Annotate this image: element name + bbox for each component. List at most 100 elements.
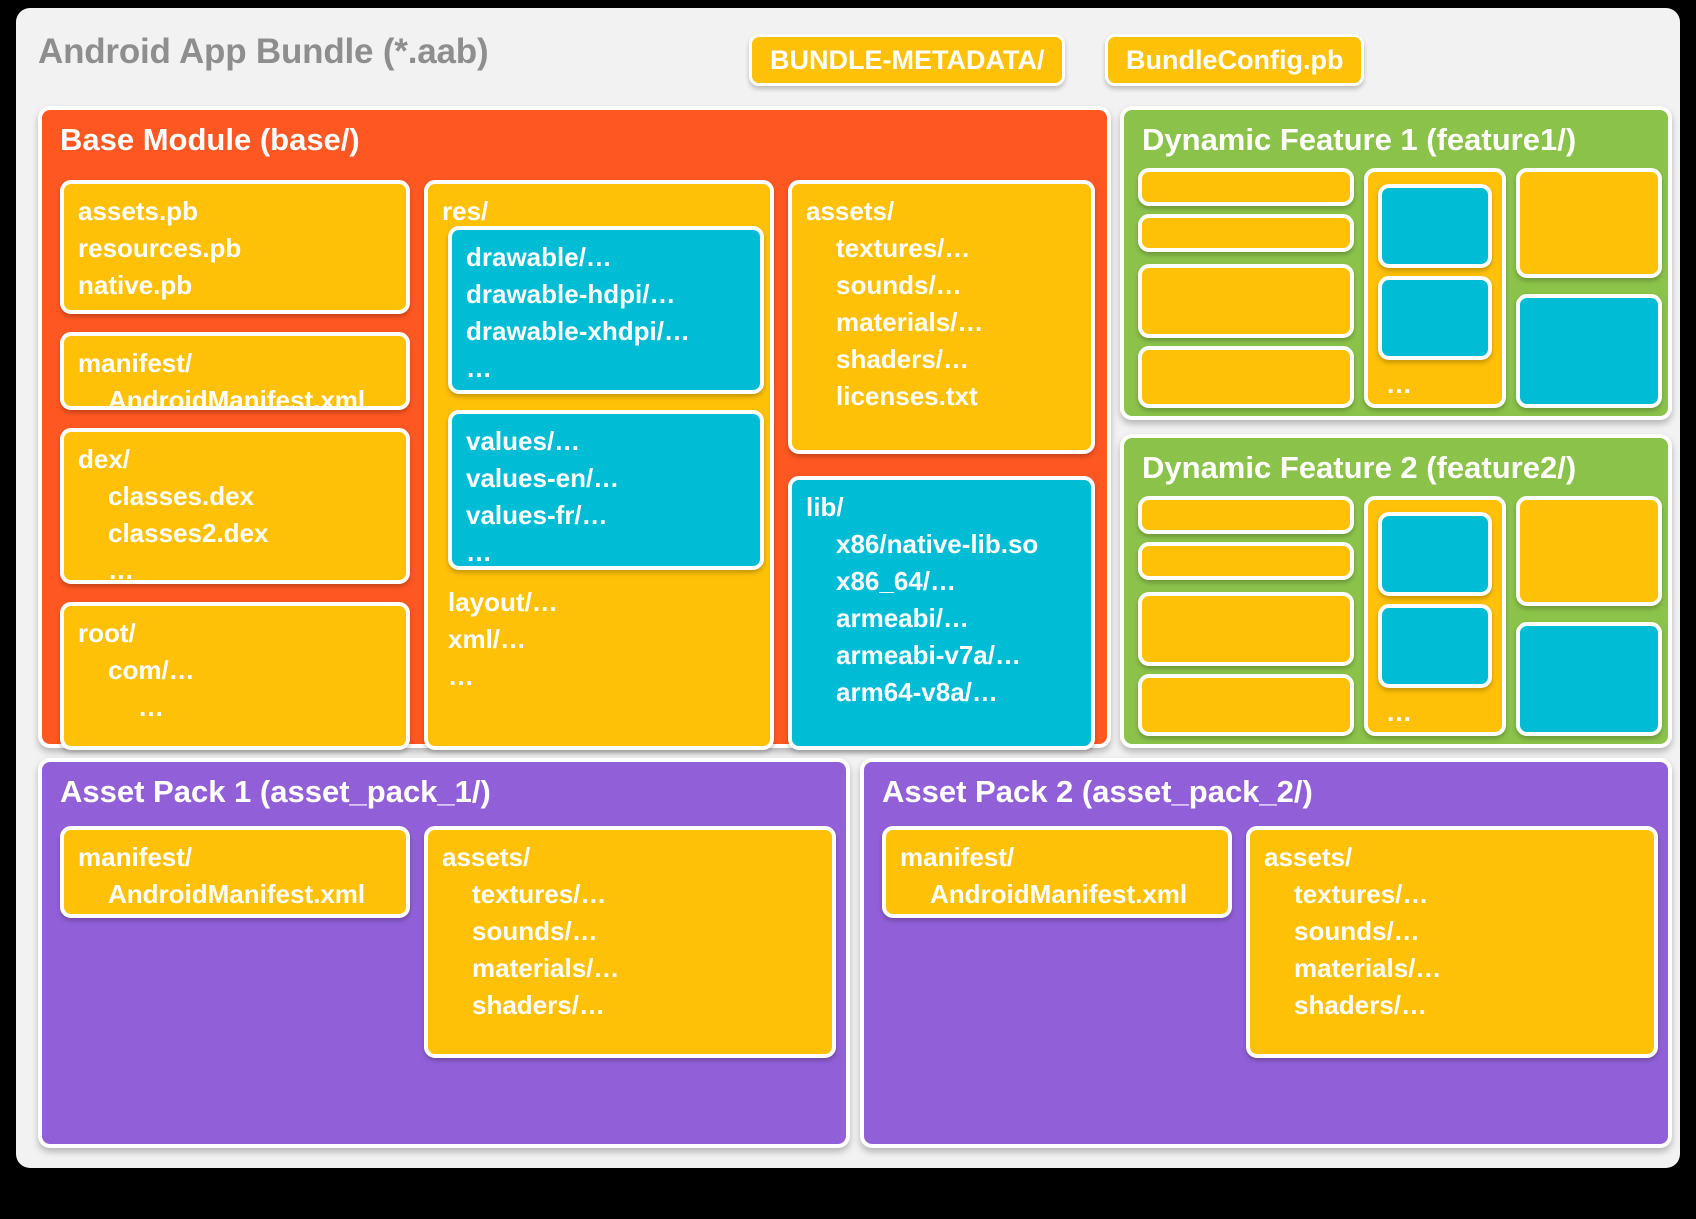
file-line: manifest/ <box>78 348 193 378</box>
dynamic-feature-2-column-c <box>1516 496 1662 736</box>
dynamic-feature-1-ellipsis: … <box>1386 369 1412 399</box>
file-line: assets/ <box>806 196 895 226</box>
file-line: classes2.dex <box>108 517 269 548</box>
dynamic-feature-1-res-box[interactable] <box>1378 276 1492 360</box>
dynamic-feature-1-column-a <box>1138 168 1354 408</box>
file-line: … <box>138 691 164 722</box>
file-line: com/… <box>108 654 195 685</box>
dynamic-feature-2-res-wrapper[interactable]: … <box>1364 496 1506 736</box>
file-line: x86_64/… <box>836 565 956 596</box>
file-line: resources.pb <box>78 232 242 263</box>
bundle-config-chip[interactable]: BundleConfig.pb <box>1105 34 1365 86</box>
file-line: assets/ <box>1264 842 1353 872</box>
res-trailing-entries: layout/…xml/…… <box>448 584 558 695</box>
root-box[interactable]: root/com/… … <box>60 602 410 750</box>
dynamic-feature-2-ellipsis: … <box>1386 697 1412 727</box>
file-line: textures/… <box>836 232 971 263</box>
dynamic-feature-2-res-box[interactable] <box>1378 512 1492 596</box>
file-line: armeabi-v7a/… <box>836 639 1021 670</box>
asset-pack-1-assets-box[interactable]: assets/textures/… sounds/… materials/… shad… <box>424 826 836 1058</box>
file-line: armeabi/… <box>836 602 969 633</box>
drawable-box[interactable]: drawable/… drawable-hdpi/… drawable-xhdpi/… <box>448 226 764 394</box>
res-box[interactable]: res/drawable/… drawable-hdpi/… drawable-xh… <box>424 180 774 750</box>
dynamic-feature-2-title: Dynamic Feature 2 (feature2/) <box>1142 450 1577 485</box>
file-line: manifest/ <box>78 842 193 872</box>
dynamic-feature-1-column-c <box>1516 168 1662 408</box>
dynamic-feature-2-res-box[interactable] <box>1378 604 1492 688</box>
dynamic-feature-1-lib-box[interactable] <box>1516 294 1662 408</box>
file-line: values-en/… <box>466 462 620 493</box>
file-line: drawable-xhdpi/… <box>466 315 690 346</box>
dynamic-feature-1-panel: Dynamic Feature 1 (feature1/) … <box>1120 106 1672 420</box>
file-line: AndroidManifest.xml <box>930 878 1188 909</box>
protobuf-box[interactable]: assets.pb resources.pb native.pb <box>60 180 410 314</box>
dynamic-feature-1-assets-box[interactable] <box>1516 168 1662 278</box>
bundle-metadata-chip[interactable]: BUNDLE-METADATA/ <box>749 34 1066 86</box>
file-line: sounds/… <box>1294 915 1420 946</box>
file-line: materials/… <box>1294 952 1442 983</box>
manifest-box[interactable]: manifest/AndroidManifest.xml <box>60 332 410 410</box>
dynamic-feature-1-file-bar[interactable] <box>1138 214 1354 252</box>
file-line: values/… <box>466 426 581 456</box>
file-line: native.pb <box>78 269 193 300</box>
dynamic-feature-2-panel: Dynamic Feature 2 (feature2/) … <box>1120 434 1672 748</box>
dynamic-feature-1-res-wrapper[interactable]: … <box>1364 168 1506 408</box>
dynamic-feature-1-file-bar[interactable] <box>1138 168 1354 206</box>
file-line: sounds/… <box>836 269 962 300</box>
file-line: … <box>108 554 134 584</box>
lib-box[interactable]: lib/x86/native-lib.so x86_64/… armeabi/… ar… <box>788 476 1095 750</box>
file-line: materials/… <box>472 952 620 983</box>
file-line: values-fr/… <box>466 499 608 530</box>
file-line: drawable/… <box>466 242 612 272</box>
dynamic-feature-2-file-bar[interactable] <box>1138 496 1354 534</box>
base-module-title: Base Module (base/) <box>60 122 360 157</box>
asset-pack-2-manifest-box[interactable]: manifest/AndroidManifest.xml <box>882 826 1232 918</box>
file-line: lib/ <box>806 492 844 522</box>
file-line: sounds/… <box>472 915 598 946</box>
file-line: … <box>448 660 474 691</box>
file-line: root/ <box>78 618 136 648</box>
file-line: shaders/… <box>472 989 605 1020</box>
file-line: arm64-v8a/… <box>836 676 998 707</box>
asset-pack-1-panel: Asset Pack 1 (asset_pack_1/) manifest/An… <box>38 758 850 1148</box>
file-line: licenses.txt <box>836 380 978 411</box>
dynamic-feature-2-assets-box[interactable] <box>1516 496 1662 606</box>
asset-pack-2-title: Asset Pack 2 (asset_pack_2/) <box>882 774 1313 809</box>
file-line: manifest/ <box>900 842 1015 872</box>
dynamic-feature-2-file-bar[interactable] <box>1138 674 1354 736</box>
asset-pack-2-panel: Asset Pack 2 (asset_pack_2/) manifest/An… <box>860 758 1672 1148</box>
file-line: AndroidManifest.xml <box>108 878 366 909</box>
app-bundle-card: Android App Bundle (*.aab) BUNDLE-METADA… <box>16 8 1680 1168</box>
dynamic-feature-1-file-bar[interactable] <box>1138 264 1354 338</box>
asset-pack-1-manifest-box[interactable]: manifest/AndroidManifest.xml <box>60 826 410 918</box>
dynamic-feature-2-file-bar[interactable] <box>1138 542 1354 580</box>
asset-pack-1-title: Asset Pack 1 (asset_pack_1/) <box>60 774 491 809</box>
page-title: Android App Bundle (*.aab) <box>38 32 489 71</box>
dynamic-feature-1-title: Dynamic Feature 1 (feature1/) <box>1142 122 1577 157</box>
base-module-panel: Base Module (base/) assets.pb resources.p… <box>38 106 1111 750</box>
values-box[interactable]: values/… values-en/… values-fr/… … <box>448 410 764 570</box>
file-line: … <box>466 536 492 567</box>
assets-box[interactable]: assets/textures/… sounds/… materials/… shad… <box>788 180 1095 454</box>
file-line: materials/… <box>836 306 984 337</box>
file-line: classes.dex <box>108 480 255 511</box>
file-line: shaders/… <box>836 343 969 374</box>
dynamic-feature-1-file-bar[interactable] <box>1138 346 1354 408</box>
file-line: assets.pb <box>78 196 198 226</box>
file-line: textures/… <box>472 878 607 909</box>
file-line: assets/ <box>442 842 531 872</box>
res-box-title: res/ <box>442 196 489 226</box>
dynamic-feature-2-column-a <box>1138 496 1354 736</box>
file-line: AndroidManifest.xml <box>108 384 366 410</box>
dynamic-feature-2-file-bar[interactable] <box>1138 592 1354 666</box>
file-line: textures/… <box>1294 878 1429 909</box>
file-line: drawable-hdpi/… <box>466 278 676 309</box>
file-line: layout/… <box>448 587 558 617</box>
asset-pack-2-assets-box[interactable]: assets/textures/… sounds/… materials/… shad… <box>1246 826 1658 1058</box>
file-line: shaders/… <box>1294 989 1427 1020</box>
dynamic-feature-1-res-box[interactable] <box>1378 184 1492 268</box>
dynamic-feature-2-lib-box[interactable] <box>1516 622 1662 736</box>
file-line: x86/native-lib.so <box>836 528 1039 559</box>
file-line: … <box>466 352 492 383</box>
